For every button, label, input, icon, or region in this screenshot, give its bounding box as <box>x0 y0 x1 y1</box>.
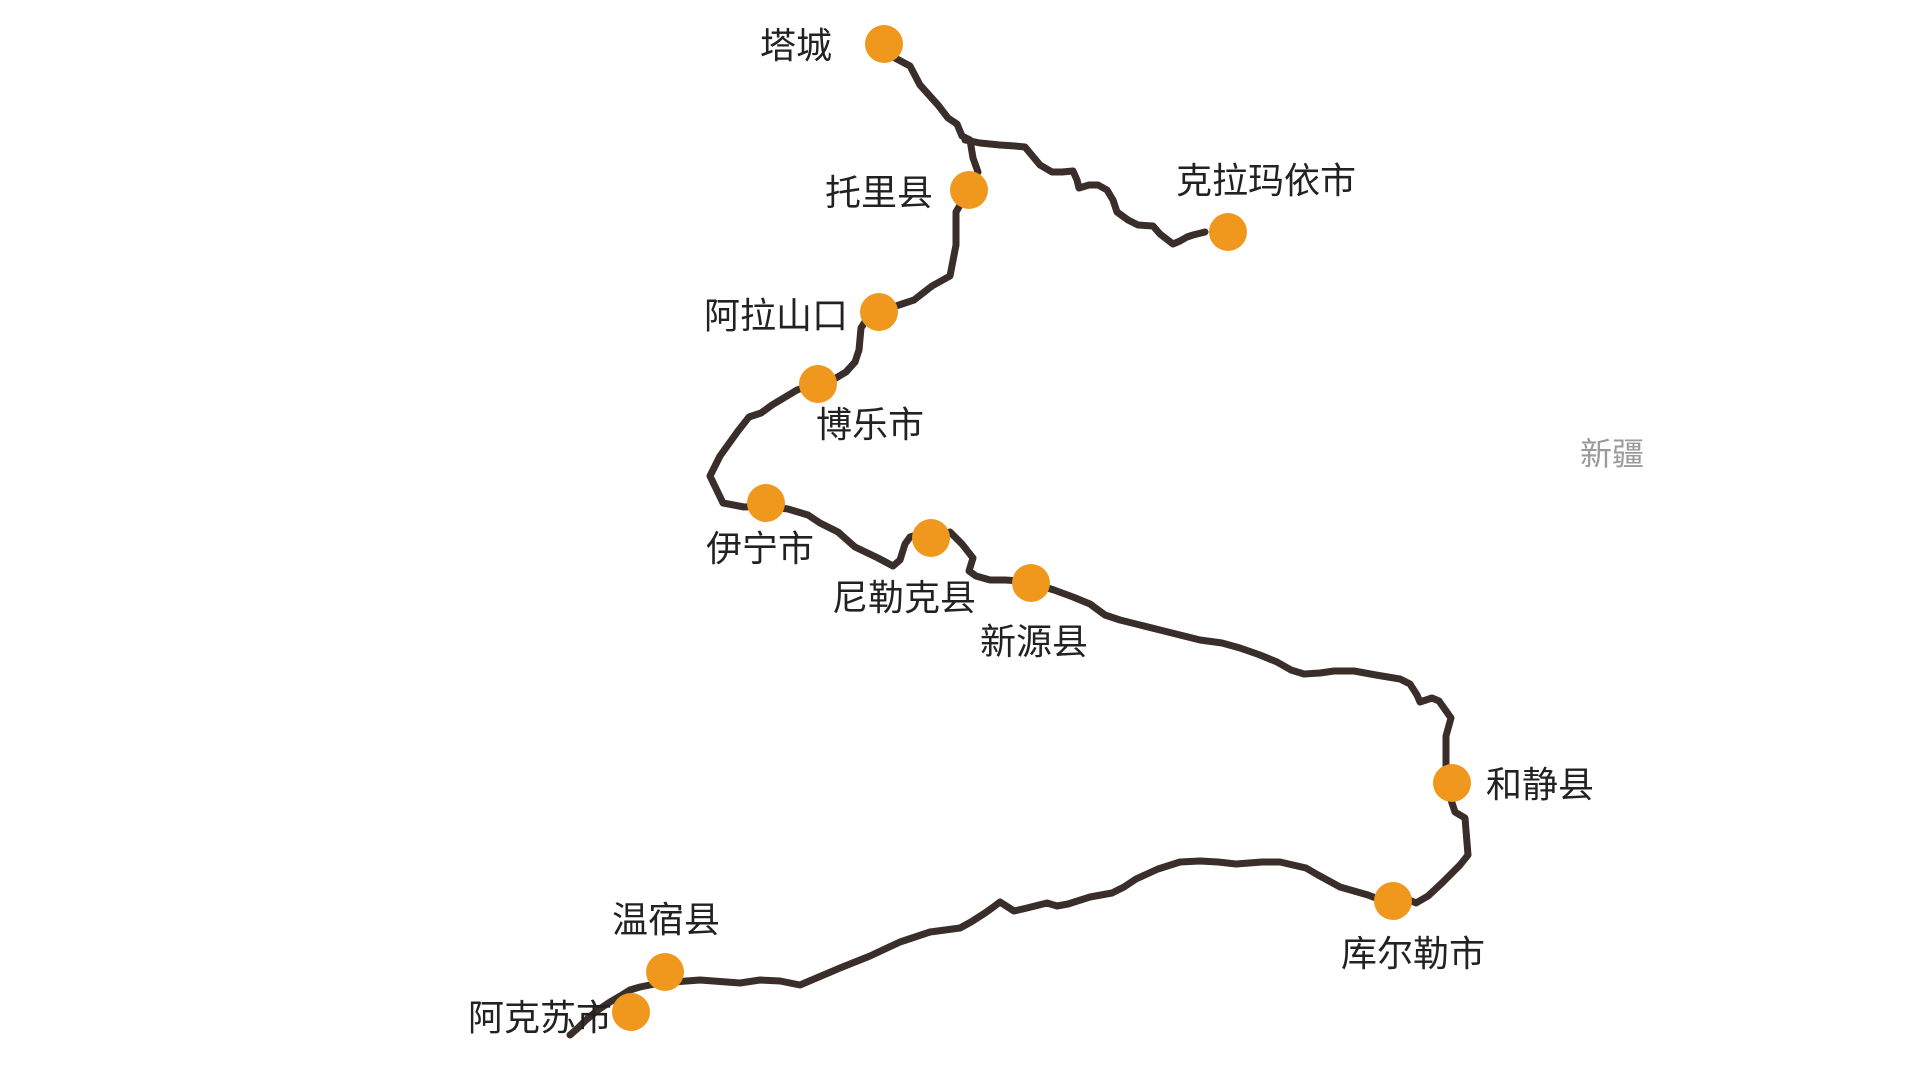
route-branch-line <box>961 136 1209 248</box>
city-marker-kuerle[interactable] <box>1374 882 1412 920</box>
city-label-kuerle: 库尔勒市 <box>1341 934 1485 975</box>
city-label-kelamayi: 克拉玛依市 <box>1176 161 1356 202</box>
city-label-akesu: 阿克苏市 <box>468 998 612 1039</box>
city-marker-bole[interactable] <box>799 365 837 403</box>
city-label-tuoli: 托里县 <box>825 173 933 214</box>
city-marker-nileke[interactable] <box>912 519 950 557</box>
city-label-xinyuan: 新源县 <box>980 622 1088 663</box>
route-main-line <box>566 40 1472 1039</box>
city-label-yining: 伊宁市 <box>706 529 814 570</box>
city-marker-hejing[interactable] <box>1433 764 1471 802</box>
city-label-tacheng: 塔城 <box>760 26 832 67</box>
city-label-alashankou: 阿拉山口 <box>704 296 848 337</box>
city-label-wensu: 温宿县 <box>612 900 720 941</box>
city-marker-xinyuan[interactable] <box>1012 564 1050 602</box>
city-marker-akesu[interactable] <box>612 993 650 1031</box>
city-marker-tuoli[interactable] <box>950 171 988 209</box>
city-marker-tacheng[interactable] <box>865 25 903 63</box>
city-label-hejing: 和静县 <box>1486 765 1594 806</box>
city-label-bole: 博乐市 <box>816 405 924 446</box>
city-marker-yining[interactable] <box>747 484 785 522</box>
city-label-nileke: 尼勒克县 <box>832 578 976 619</box>
city-marker-alashankou[interactable] <box>860 293 898 331</box>
city-markers <box>612 25 1471 1031</box>
city-marker-kelamayi[interactable] <box>1209 213 1247 251</box>
region-label: 新疆 <box>1580 435 1644 473</box>
city-marker-wensu[interactable] <box>646 953 684 991</box>
